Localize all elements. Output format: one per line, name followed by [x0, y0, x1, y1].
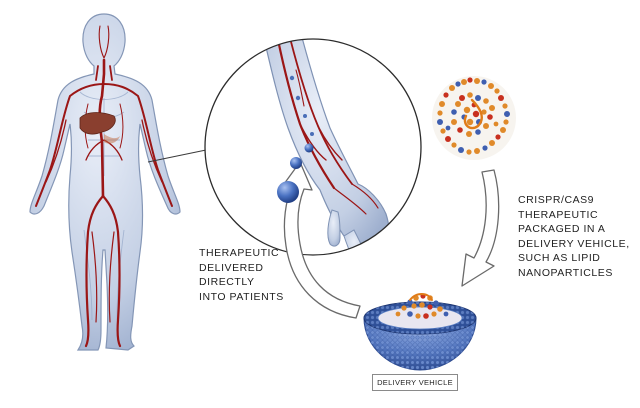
- zoom-pointer-line: [147, 149, 207, 163]
- label-crispr-packaged: CRISPR/CAS9 THERAPEUTIC PACKAGED IN A DE…: [518, 194, 630, 279]
- injected-nanoparticles: [277, 143, 314, 203]
- liver: [79, 112, 116, 135]
- artery-network: [35, 25, 173, 348]
- human-body-figure: [29, 13, 181, 351]
- lipid-nanoparticle: [363, 293, 477, 371]
- forearm: [261, 39, 390, 255]
- body-silhouette: [29, 13, 181, 351]
- packaging-arrow: [461, 169, 500, 287]
- crispr-cas9-protein: [432, 76, 516, 160]
- label-delivery-vehicle: DELIVERY VEHICLE: [372, 374, 458, 391]
- label-delivered-into-patients: THERAPEUTIC DELIVERED DIRECTLY INTO PATI…: [199, 247, 284, 303]
